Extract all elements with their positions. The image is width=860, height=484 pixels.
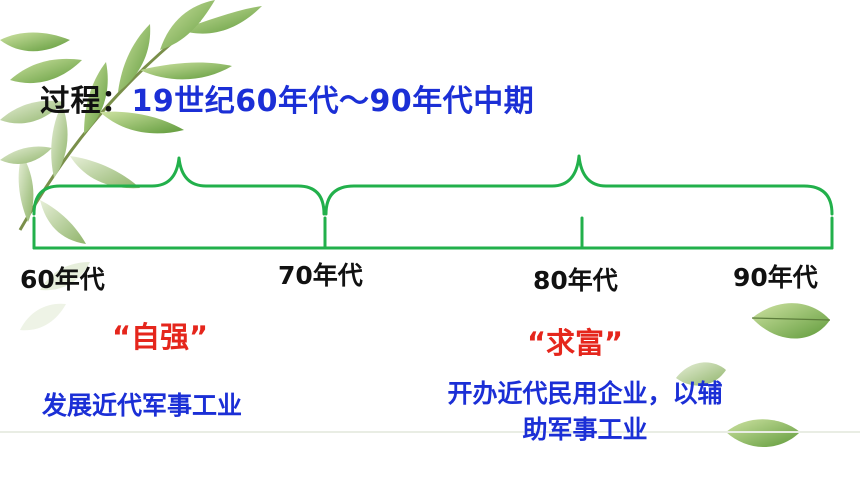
title-lead: 过程： — [40, 84, 132, 119]
brace-qiu-fu — [324, 154, 834, 216]
phase-label-qiu-fu: “求富” — [527, 326, 624, 360]
phase-description-qiu-fu-line-1: 开办近代民用企业，以辅 — [447, 379, 723, 408]
phase-description-zi-qiang: 发展近代军事工业 — [42, 391, 243, 420]
tick-label-60s: 60年代 — [20, 265, 105, 294]
tick-label-80s: 80年代 — [533, 266, 618, 295]
phase-label-zi-qiang: “自强” — [112, 320, 209, 354]
leaf-icon — [676, 303, 831, 447]
leaf-branch-icon — [0, 0, 262, 331]
slide-title: 过程：19世纪60年代～90年代中期 — [40, 76, 534, 120]
tick-label-90s: 90年代 — [733, 263, 818, 292]
brace-zi-qiang — [32, 156, 326, 216]
phase-description-qiu-fu: 开办近代民用企业，以辅 助军事工业 — [398, 376, 772, 448]
footer-rule — [0, 431, 860, 433]
title-range: 19世纪60年代～90年代中期 — [131, 84, 535, 119]
phase-description-qiu-fu-line-2: 助军事工业 — [522, 415, 648, 444]
tick-label-70s: 70年代 — [278, 261, 363, 290]
